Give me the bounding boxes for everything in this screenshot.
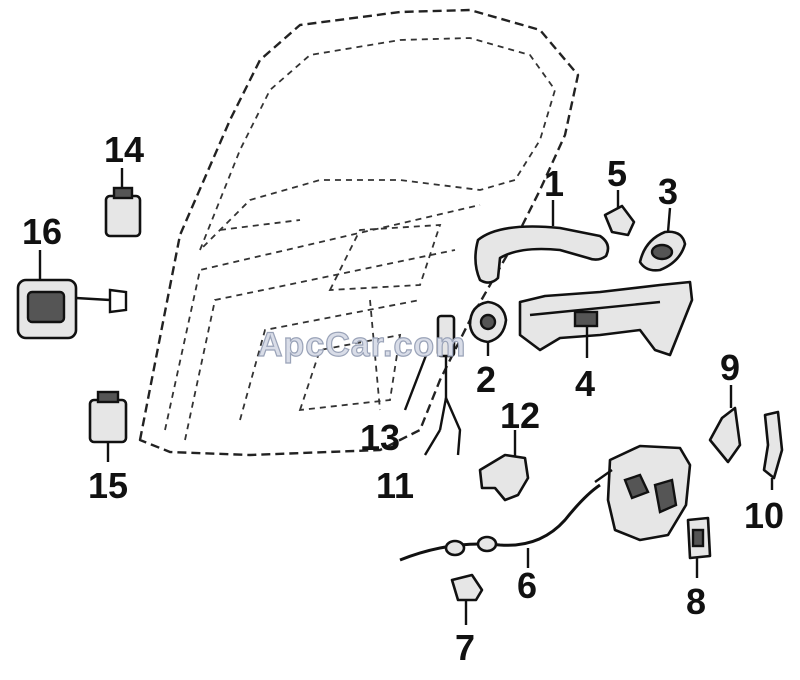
- callout-13: 13: [360, 417, 400, 458]
- part-1-outside-handle: [474, 200, 610, 284]
- door-shell: [138, 8, 580, 457]
- door-latch-assembly: [594, 444, 692, 542]
- callout-14: 14: [104, 129, 144, 170]
- part-13-rod: [403, 314, 456, 411]
- part-15-inside-bezel: [88, 390, 128, 462]
- watermark: ApcCar.com: [258, 326, 466, 364]
- callout-1: 1: [544, 163, 564, 204]
- callout-15: 15: [88, 465, 128, 506]
- callout-5: 5: [607, 153, 627, 194]
- callout-labels: 1 2 3 4 5 6 7 8 9 10 11 12 13 14 15 16: [22, 129, 784, 668]
- part-14-lock-knob: [104, 168, 142, 238]
- callout-2: 2: [476, 359, 496, 400]
- part-5-clip: [603, 190, 636, 237]
- callout-9: 9: [720, 347, 740, 388]
- callout-6: 6: [517, 565, 537, 606]
- callout-4: 4: [575, 363, 595, 404]
- part-9-bracket: [708, 385, 742, 464]
- part-10-clip: [762, 410, 784, 490]
- part-12-bracket: [478, 430, 530, 502]
- callout-10: 10: [744, 495, 784, 536]
- part-7-clip: [450, 573, 484, 625]
- callout-11: 11: [376, 465, 414, 506]
- part-6-cable: [399, 483, 601, 568]
- callout-16: 16: [22, 211, 62, 252]
- part-16-lock-actuator: [16, 250, 128, 340]
- callout-12: 12: [500, 395, 540, 436]
- part-11-link: [423, 397, 462, 456]
- part-4-handle-carrier: [518, 280, 694, 358]
- part-2-lock-cylinder: [468, 300, 508, 356]
- part-3-bezel: [638, 207, 687, 272]
- callout-7: 7: [455, 627, 475, 668]
- part-8-striker: [686, 516, 712, 578]
- callout-8: 8: [686, 581, 706, 622]
- callout-3: 3: [658, 171, 678, 212]
